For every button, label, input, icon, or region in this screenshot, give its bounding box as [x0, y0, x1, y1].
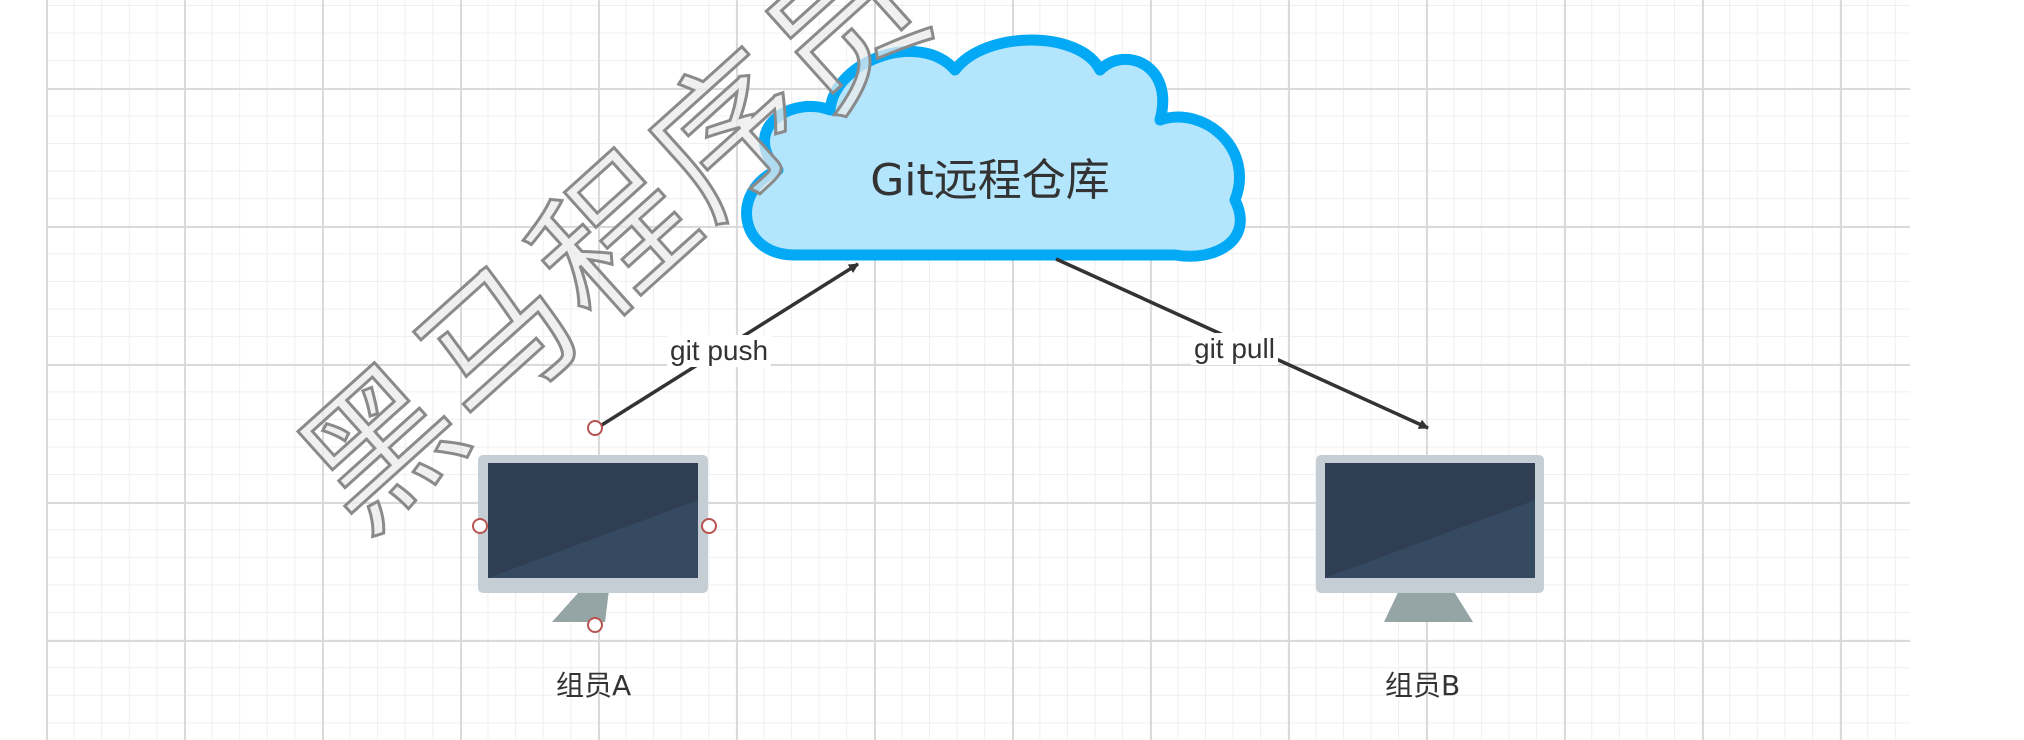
- monitor-a-icon[interactable]: [478, 455, 708, 622]
- handle-right[interactable]: [701, 518, 717, 534]
- cloud-shape[interactable]: [741, 34, 1246, 262]
- member-b-label: 组员B: [1385, 669, 1461, 702]
- monitor-b-icon[interactable]: [1316, 455, 1544, 622]
- handle-bottom[interactable]: [587, 617, 603, 633]
- member-a-label: 组员A: [556, 669, 632, 702]
- handle-left[interactable]: [472, 518, 488, 534]
- monitor-b-glare: [1325, 500, 1535, 578]
- cloud-outline: [741, 34, 1246, 262]
- handle-top[interactable]: [587, 420, 603, 436]
- monitor-a-glare: [488, 500, 698, 578]
- pull-label: git pull: [1191, 333, 1278, 365]
- selection-handles: [472, 420, 717, 633]
- push-label: git push: [667, 335, 772, 367]
- cloud-label: Git远程仓库: [870, 155, 1110, 206]
